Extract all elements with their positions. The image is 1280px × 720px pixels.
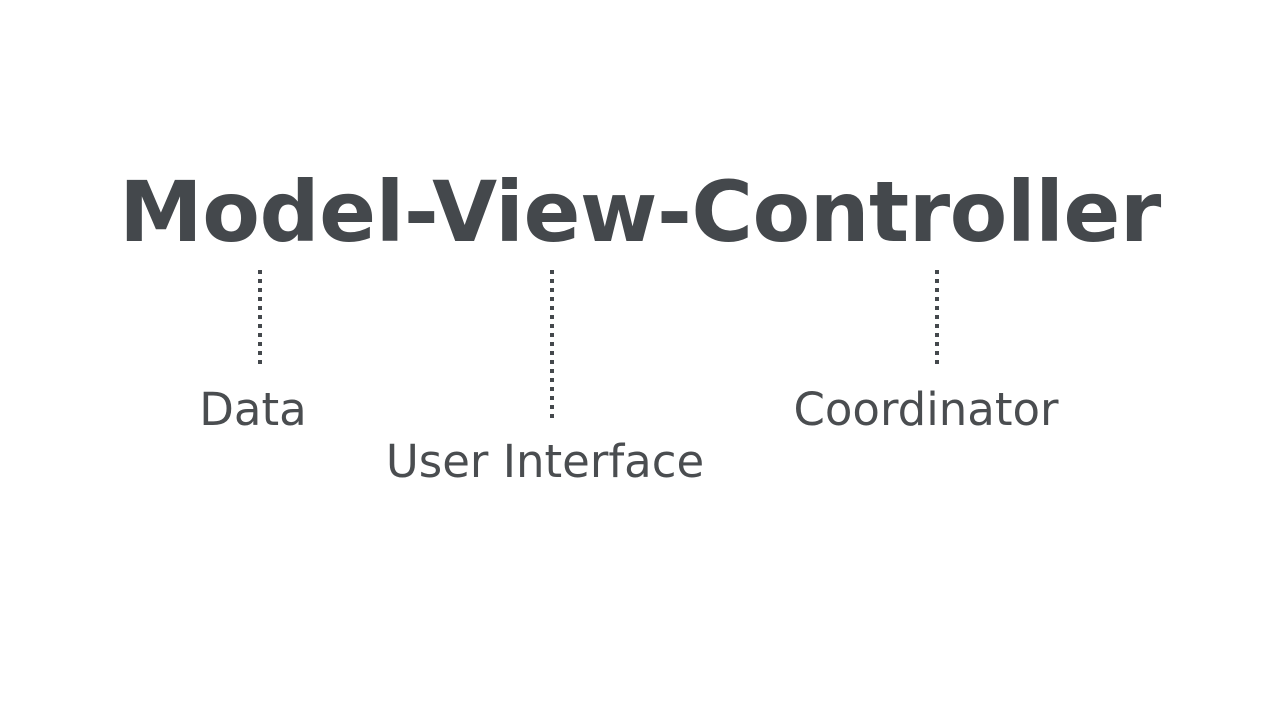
page-title: Model-View-Controller bbox=[119, 163, 1161, 261]
dotted-connector-model bbox=[258, 270, 262, 366]
label-controller-coordinator: Coordinator bbox=[793, 383, 1059, 436]
dotted-connector-controller bbox=[935, 270, 939, 366]
label-view-user-interface: User Interface bbox=[385, 435, 705, 488]
dotted-connector-view bbox=[550, 270, 554, 419]
label-model-data: Data bbox=[199, 383, 307, 436]
